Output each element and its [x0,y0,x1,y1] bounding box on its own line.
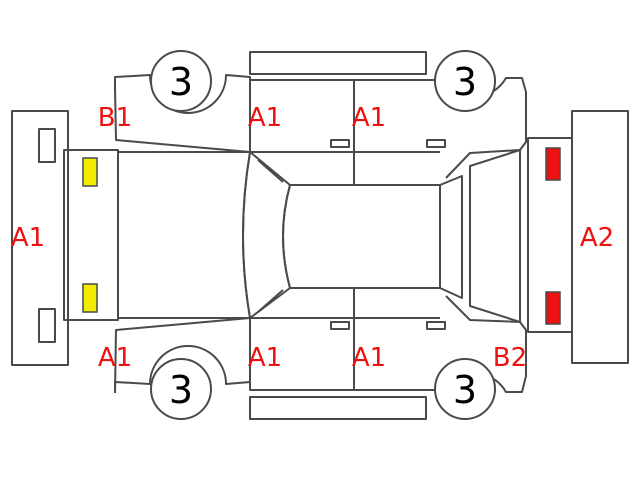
rear-window [439,175,463,299]
tire-number-right-front: 3 [169,368,193,412]
front-bumper [11,110,69,366]
front-light-bottom [82,283,98,313]
tire-right-front [150,358,212,420]
damage-label-group: B1 A1 A1 A1 A2 A1 A1 A1 B2 [11,103,614,373]
label-left-front-door: A1 [248,103,282,133]
label-right-rear-quarter: B2 [493,343,527,373]
tire-number-group: 3 3 3 3 [169,60,477,412]
bottom-side-strip [249,396,427,420]
label-left-front-fender: B1 [98,103,132,133]
label-right-front-fender: A1 [98,343,132,373]
tire-number-right-rear: 3 [453,368,477,412]
trunk-lid [469,149,521,323]
outline-group [11,51,629,420]
left-front-fender-edge [114,86,251,153]
label-right-front-door: A1 [248,343,282,373]
windshield-frame-bottom [257,289,284,313]
label-right-rear-door: A1 [352,343,386,373]
right-front-fender-edge [114,317,251,394]
tire-right-rear [434,358,496,420]
rear-light-bottom [545,291,561,325]
label-rear-bumper: A2 [580,223,614,253]
tires [150,50,496,420]
right-rear-door-handle [426,321,446,330]
label-front-bumper: A1 [11,223,45,253]
label-left-rear-door: A1 [352,103,386,133]
tire-left-rear [434,50,496,112]
front-bumper-slot-bottom [38,308,56,343]
tire-number-left-rear: 3 [453,60,477,104]
left-rear-door-handle [426,139,446,148]
rear-panel [527,137,573,333]
windshield-frame-top [257,159,284,183]
hood [117,151,251,319]
top-side-strip [249,51,427,75]
lights [82,147,561,325]
roof [282,184,441,289]
front-light-top [82,157,98,187]
left-front-door-handle [330,139,350,148]
tire-number-left-front: 3 [169,60,193,104]
rear-light-top [545,147,561,181]
right-front-door-handle [330,321,350,330]
front-bumper-slot-top [38,128,56,163]
right-body-side [114,295,527,393]
tire-left-front [150,50,212,112]
